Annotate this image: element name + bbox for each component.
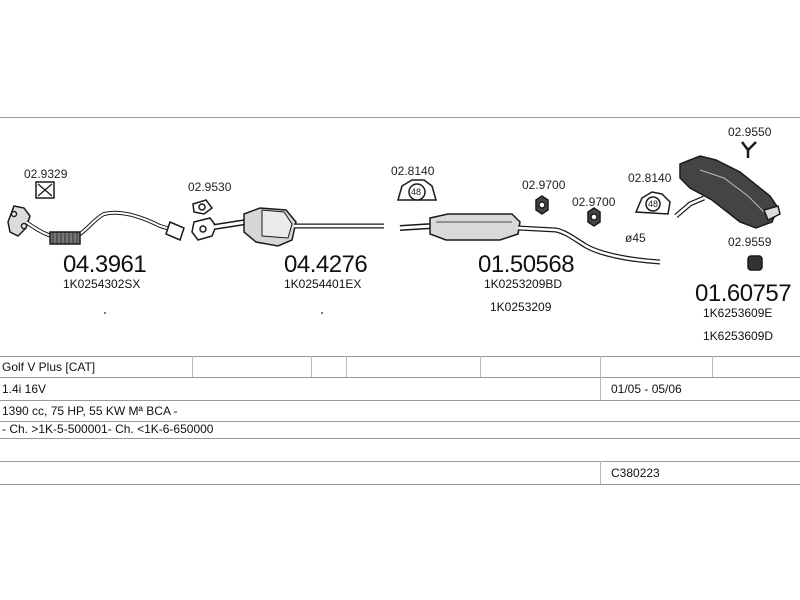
part-2-number: 04.4276 xyxy=(284,251,368,278)
table-rule-5 xyxy=(0,438,800,439)
center-muffler-part xyxy=(397,179,661,265)
table-rule-3 xyxy=(0,400,800,401)
part-4-oem-1: 1K6253609E xyxy=(703,306,773,320)
hanger-icon xyxy=(741,141,757,158)
parts-drawing xyxy=(7,141,781,314)
part-2-oem: 1K0254401EX xyxy=(284,277,362,291)
part-3-hanger-code-2: 02.9700 xyxy=(572,195,616,209)
part-4-clamp-code: 02.8140 xyxy=(628,171,672,185)
part-3-number: 01.50568 xyxy=(478,251,575,278)
center-muffler-body xyxy=(429,213,521,241)
table-rule-1 xyxy=(0,356,800,357)
front-pipe-part xyxy=(7,181,185,245)
manifold-flange xyxy=(7,205,31,237)
catalog-id: C380223 xyxy=(611,466,660,480)
part-2-gasket-code: 02.9530 xyxy=(188,180,232,194)
table-rule-7 xyxy=(0,484,800,485)
rear-muffler-part xyxy=(634,141,781,271)
part-4-clamp-size: 48 xyxy=(648,199,659,209)
engine-specs: 1390 cc, 75 HP, 55 KW Mª BCA - xyxy=(2,404,178,418)
table-rule-6 xyxy=(0,461,800,462)
part-3-clamp-size: 48 xyxy=(411,187,422,197)
part-3-clamp-code: 02.8140 xyxy=(391,164,435,178)
part-1-gasket-code: 02.9329 xyxy=(24,167,68,181)
part-4-oem-2: 1K6253609D xyxy=(703,329,774,343)
part-3-oem-1: 1K0253209BD xyxy=(484,277,563,291)
rubber-hanger-icon xyxy=(535,195,549,215)
part-4-number: 01.60757 xyxy=(695,280,792,307)
rear-muffler-body xyxy=(679,155,779,229)
table-rule-2 xyxy=(0,377,800,378)
col-sep xyxy=(311,356,312,377)
part-3-oem-2: 1K0253209 xyxy=(490,300,552,314)
chassis-range: - Ch. >1K-5-500001- Ch. <1K-6-650000 xyxy=(2,422,214,436)
col-sep xyxy=(712,356,713,377)
part-4-hanger-code: 02.9550 xyxy=(728,125,772,139)
col-sep xyxy=(192,356,193,377)
col-sep xyxy=(600,461,601,484)
col-sep xyxy=(346,356,347,377)
rubber-grommet-icon xyxy=(747,255,763,271)
part-1-oem: 1K0254302SX xyxy=(63,277,141,291)
col-sep xyxy=(600,356,601,377)
part-3-hanger-code: 02.9700 xyxy=(522,178,566,192)
rubber-hanger-icon-2 xyxy=(587,207,601,227)
pipe-diameter-label: ø45 xyxy=(625,231,646,245)
part-1-number: 04.3961 xyxy=(63,251,147,278)
table-rule-4 xyxy=(0,421,800,422)
production-dates: 01/05 - 05/06 xyxy=(611,382,682,396)
part-4-grommet-code: 02.9559 xyxy=(728,235,772,249)
col-sep xyxy=(480,356,481,377)
engine: 1.4i 16V xyxy=(2,382,47,396)
model-name: Golf V Plus [CAT] xyxy=(2,360,96,374)
catalyst-part xyxy=(191,199,384,314)
top-rule xyxy=(0,117,800,118)
col-sep xyxy=(600,377,601,400)
